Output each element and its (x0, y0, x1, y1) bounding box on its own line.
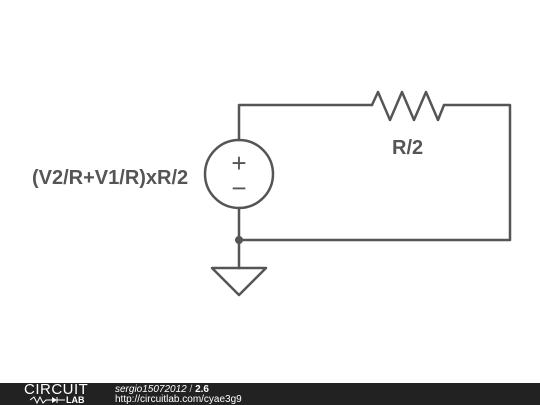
wire-top-left (237, 103, 374, 142)
footer-url-line: http://circuitlab.com/cyae3g9 (115, 394, 242, 405)
wire-right-bottom (237, 103, 512, 242)
resistor-symbol (370, 90, 446, 122)
footer-separator: / (186, 384, 196, 395)
logo-text-lab: LAB (66, 395, 85, 405)
junction-node (235, 236, 243, 244)
author-name[interactable]: sergio15072012 (115, 384, 187, 395)
voltage-source-symbol (203, 138, 275, 210)
footer-bar: CIRCUIT LAB sergio15072012 / 2.6 http://… (0, 381, 540, 405)
circuitlab-logo[interactable]: CIRCUIT LAB (24, 381, 104, 405)
ground-symbol (210, 266, 268, 297)
resistor-label: R/2 (392, 137, 424, 159)
source-plus-sign: + (231, 148, 246, 178)
circuit-glyph-icon (30, 396, 65, 404)
source-minus-sign: − (231, 173, 246, 203)
circuit-schematic: + − (203, 90, 512, 297)
circuit-version: 2.6 (195, 384, 209, 395)
logo-text-circuit: CIRCUIT (24, 381, 89, 398)
footer-credit: sergio15072012 / 2.6 (115, 384, 209, 395)
voltage-source-label: (V2/R+V1/R)xR/2 (32, 167, 189, 189)
circuit-url-link[interactable]: http://circuitlab.com/cyae3g9 (115, 394, 242, 405)
